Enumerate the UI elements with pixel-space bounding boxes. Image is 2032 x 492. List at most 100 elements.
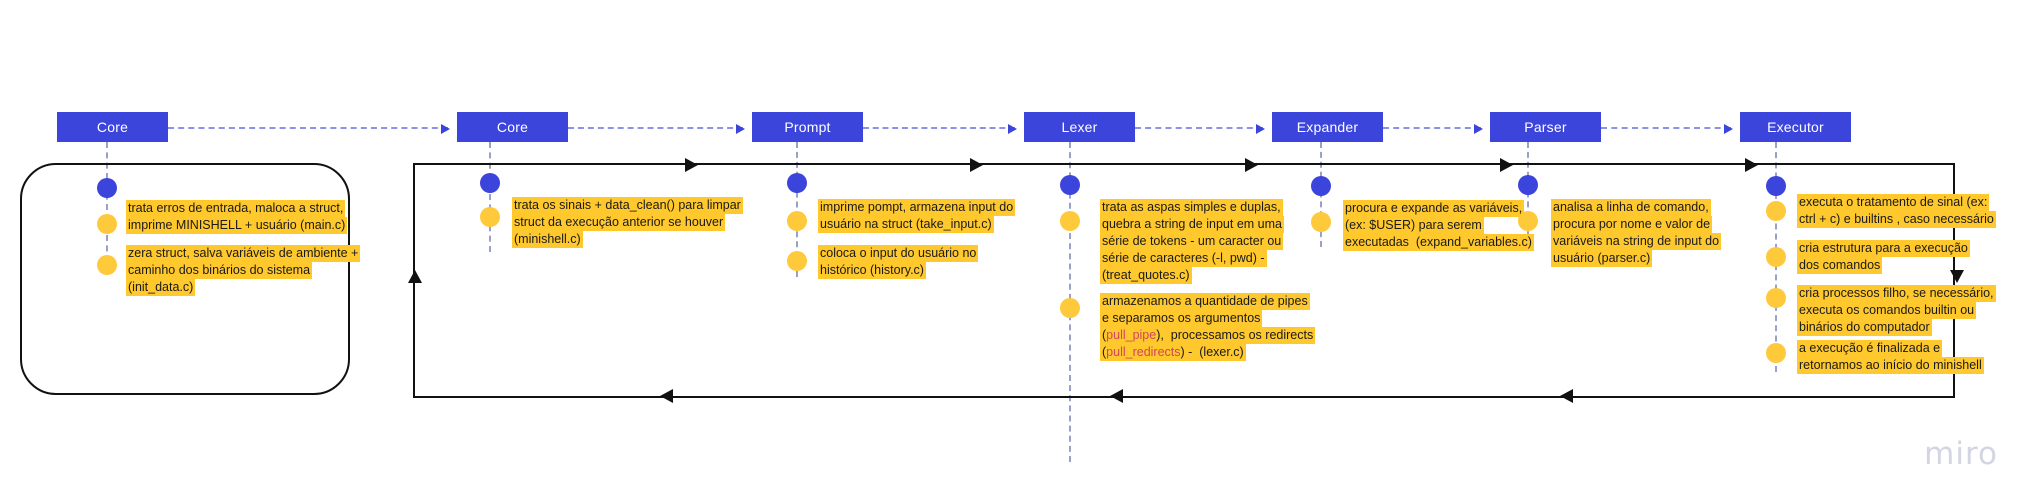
connector-prompt-lexer (863, 124, 1017, 134)
note-parser-1: analisa a linha de comando, procura por … (1551, 199, 1722, 267)
step-dot-start[interactable] (1060, 175, 1080, 195)
note-core1-2: zera struct, salva variáveis de ambiente… (126, 245, 361, 296)
step-dot[interactable] (787, 211, 807, 231)
note-line: trata as aspas simples e duplas, (1100, 199, 1283, 216)
step-dot-start[interactable] (787, 173, 807, 193)
note-prompt-2: coloca o input do usuário no histórico (… (818, 245, 979, 279)
lane-label: Parser (1524, 119, 1567, 135)
note-line: série de caracteres (-l, pwd) - (1100, 250, 1267, 267)
note-line: e separamos os argumentos (1100, 310, 1263, 327)
note-prompt-1: imprime pompt, armazena input do usuário… (818, 199, 1016, 233)
lane-label: Executor (1767, 119, 1824, 135)
connector-expander-parser (1383, 124, 1483, 134)
note-line: imprime MINISHELL + usuário (main.c) (126, 217, 348, 234)
lifeline-prompt (796, 142, 798, 277)
step-dot-start[interactable] (1311, 176, 1331, 196)
connector-parser-executor (1601, 124, 1733, 134)
note-line: trata os sinais + data_clean() para limp… (512, 197, 743, 214)
arrow-right-icon (1500, 158, 1513, 172)
lane-header-prompt[interactable]: Prompt (752, 112, 863, 142)
note-line: executa os comandos builtin ou (1797, 302, 1977, 319)
loop-frame-core-1 (20, 163, 350, 395)
note-executor-3: cria processos filho, se necessário, exe… (1797, 285, 1996, 336)
lane-header-executor[interactable]: Executor (1740, 112, 1851, 142)
step-dot[interactable] (97, 255, 117, 275)
note-line: procura por nome e valor de (1551, 216, 1713, 233)
note-executor-2: cria estrutura para a execução dos coman… (1797, 240, 1970, 274)
arrow-right-icon (1256, 124, 1265, 134)
arrow-right-icon (1008, 124, 1017, 134)
step-dot-start[interactable] (1766, 176, 1786, 196)
note-line: cria estrutura para a execução (1797, 240, 1970, 257)
step-dot[interactable] (1060, 298, 1080, 318)
step-dot[interactable] (1766, 343, 1786, 363)
note-executor-4: a execução é finalizada e retornamos ao … (1797, 340, 1984, 374)
note-line: executadas (expand_variables.c) (1343, 234, 1534, 251)
arrow-right-icon (1474, 124, 1483, 134)
note-line: procura e expande as variáveis, (1343, 200, 1525, 217)
arrow-left-icon (1560, 389, 1573, 403)
note-line: binários do computador (1797, 319, 1932, 336)
arrow-right-icon (1724, 124, 1733, 134)
fn-name: pull_redirects (1106, 345, 1181, 359)
note-line: imprime pompt, armazena input do (818, 199, 1016, 216)
arrow-left-icon (660, 389, 673, 403)
miro-watermark: miro (1924, 436, 1998, 472)
arrow-right-icon (441, 124, 450, 134)
note-line: série de tokens - um caracter ou (1100, 233, 1284, 250)
step-dot[interactable] (97, 214, 117, 234)
arrow-right-icon (685, 158, 698, 172)
note-line: executa o tratamento de sinal (ex: (1797, 194, 1990, 211)
fn-name: pull_pipe (1106, 328, 1157, 342)
note-line: struct da execução anterior se houver (512, 214, 726, 231)
note-line: armazenamos a quantidade de pipes (1100, 293, 1310, 310)
note-line: variáveis na string de input do (1551, 233, 1722, 250)
lane-header-parser[interactable]: Parser (1490, 112, 1601, 142)
step-dot-start[interactable] (480, 173, 500, 193)
step-dot[interactable] (480, 207, 500, 227)
lifeline-core-2 (489, 142, 491, 252)
note-line: quebra a string de input em uma (1100, 216, 1284, 233)
step-dot[interactable] (1311, 212, 1331, 232)
lane-header-expander[interactable]: Expander (1272, 112, 1383, 142)
note-lexer-1: trata as aspas simples e duplas, quebra … (1100, 199, 1284, 284)
lane-header-lexer[interactable]: Lexer (1024, 112, 1135, 142)
connector-lexer-expander (1135, 124, 1265, 134)
note-executor-1: executa o tratamento de sinal (ex: ctrl … (1797, 194, 1996, 228)
note-line: zera struct, salva variáveis de ambiente… (126, 245, 361, 262)
note-line: coloca o input do usuário no (818, 245, 979, 262)
step-dot[interactable] (787, 251, 807, 271)
step-dot-start[interactable] (97, 178, 117, 198)
arrow-left-icon (1110, 389, 1123, 403)
lane-label: Lexer (1061, 119, 1098, 135)
lane-label: Expander (1296, 119, 1359, 135)
note-line: (ex: $USER) para serem (1343, 217, 1484, 234)
lifeline-core-1 (106, 142, 108, 272)
arrow-right-icon (1245, 158, 1258, 172)
lane-label: Core (96, 119, 129, 135)
arrow-right-icon (970, 158, 983, 172)
lane-header-core-2[interactable]: Core (457, 112, 568, 142)
step-dot-start[interactable] (1518, 175, 1538, 195)
step-dot[interactable] (1766, 288, 1786, 308)
note-line: usuário na struct (take_input.c) (818, 216, 994, 233)
note-line-code: (pull_redirects) - (lexer.c) (1100, 344, 1246, 361)
arrow-right-icon (736, 124, 745, 134)
note-expander-1: procura e expande as variáveis, (ex: $US… (1343, 200, 1534, 251)
note-line: ctrl + c) e builtins , caso necessário (1797, 211, 1996, 228)
note-line: cria processos filho, se necessário, (1797, 285, 1996, 302)
arrow-up-icon (408, 270, 422, 283)
lane-label: Prompt (784, 119, 831, 135)
lane-label: Core (496, 119, 529, 135)
connector-core1-core2 (168, 124, 450, 134)
step-dot[interactable] (1766, 201, 1786, 221)
note-line: histórico (history.c) (818, 262, 926, 279)
note-line: retornamos ao início do minishell (1797, 357, 1984, 374)
note-line: a execução é finalizada e (1797, 340, 1943, 357)
step-dot[interactable] (1766, 247, 1786, 267)
step-dot[interactable] (1060, 211, 1080, 231)
lane-header-core-1[interactable]: Core (57, 112, 168, 142)
note-core1-1: trata erros de entrada, maloca a struct,… (126, 200, 348, 234)
note-line: (treat_quotes.c) (1100, 267, 1192, 284)
